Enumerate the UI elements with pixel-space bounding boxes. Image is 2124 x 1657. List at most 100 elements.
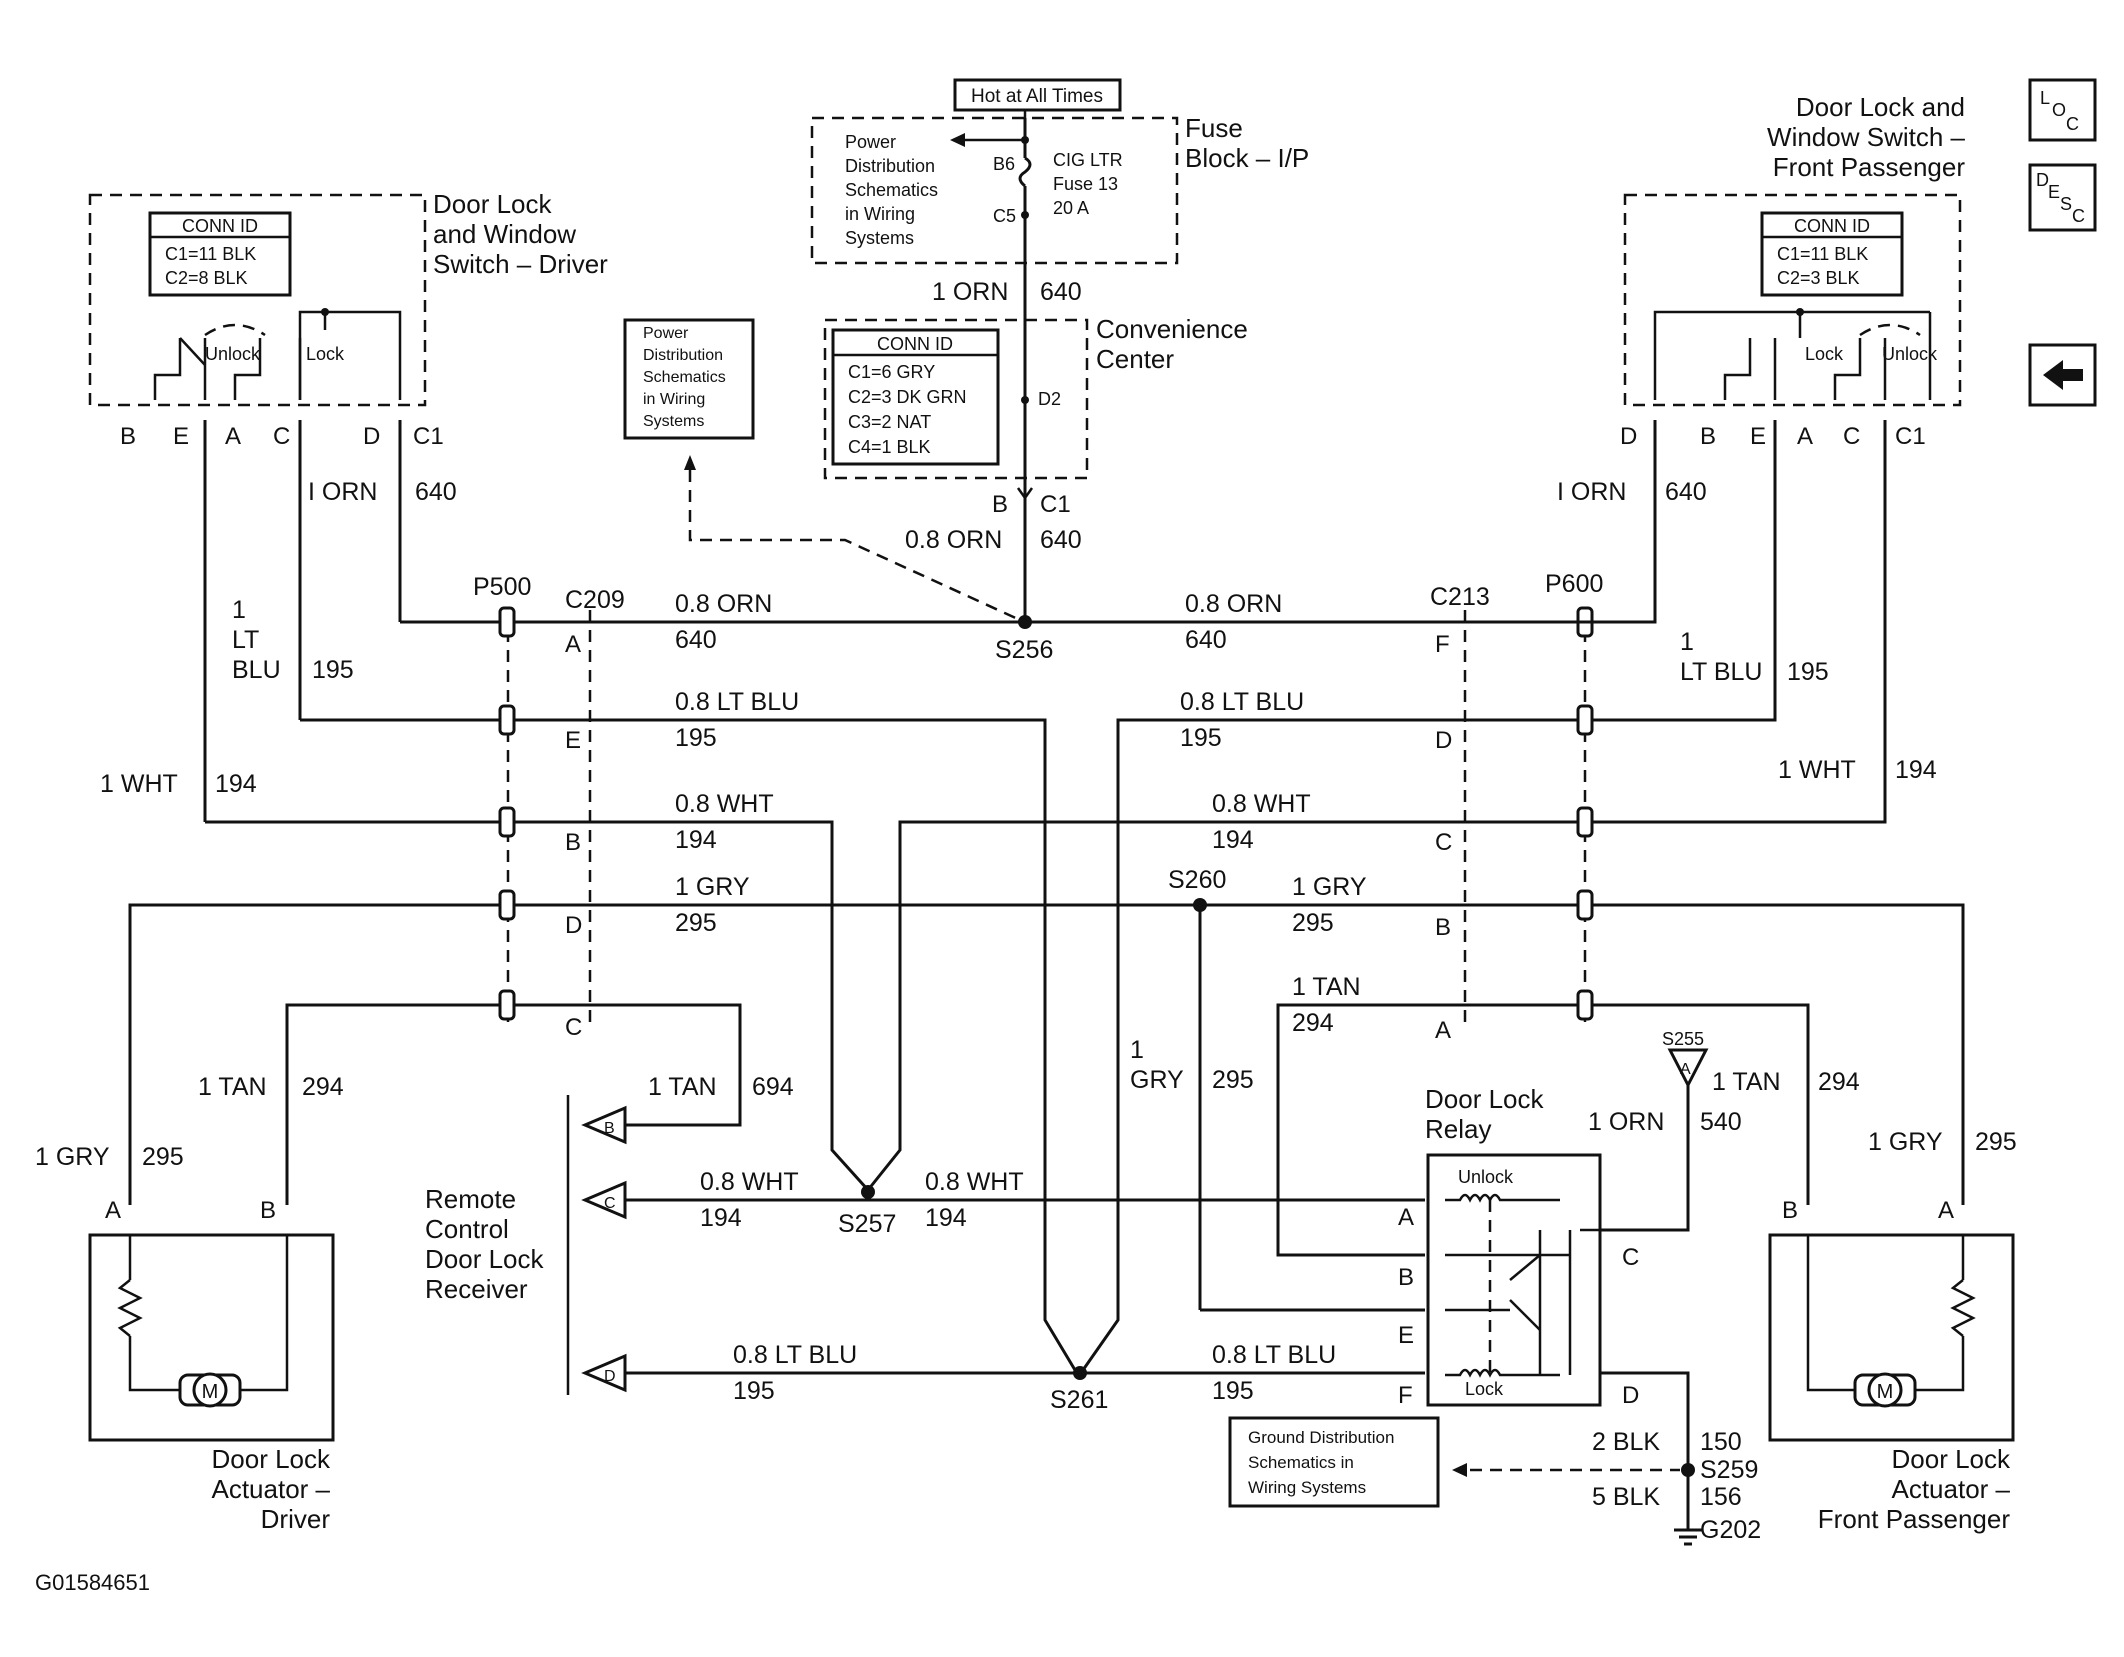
gnd-blk2-circuit: 150 bbox=[1700, 1428, 1742, 1456]
fuse-note-5: Systems bbox=[845, 228, 914, 248]
relay-orn-circuit: 540 bbox=[1700, 1108, 1742, 1136]
c213-pin-f: F bbox=[1435, 631, 1450, 658]
c209-pin-c: C bbox=[565, 1014, 582, 1041]
driver-tan-size: 1 TAN bbox=[198, 1073, 267, 1101]
passenger-resistor-icon bbox=[1950, 1279, 1976, 1337]
power-note-left-4: in Wiring bbox=[643, 391, 705, 408]
driver-motor-label: M bbox=[202, 1381, 219, 1403]
relay-lock-label: Lock bbox=[1465, 1379, 1504, 1399]
relay-pin-b: B bbox=[1398, 1264, 1414, 1291]
row-tan-r-circuit: 294 bbox=[1292, 1009, 1334, 1037]
driver-ltblu-2: LT bbox=[232, 626, 259, 654]
row-orn-l-circuit: 640 bbox=[675, 626, 717, 654]
driver-conn-id-title: CONN ID bbox=[182, 216, 258, 236]
passenger-wht-circuit: 194 bbox=[1895, 756, 1937, 784]
cc-conn-id-title: CONN ID bbox=[877, 334, 953, 354]
p600-label: P600 bbox=[1545, 570, 1603, 598]
gnd-blk5-circuit: 156 bbox=[1700, 1483, 1742, 1511]
driver-wht-size: 1 WHT bbox=[100, 770, 178, 798]
fuse-note-4: in Wiring bbox=[845, 204, 915, 224]
s259-label: S259 bbox=[1700, 1456, 1758, 1484]
ground-note-3: Wiring Systems bbox=[1248, 1478, 1366, 1497]
fuse-name-2: Fuse 13 bbox=[1053, 174, 1118, 194]
power-note-left-3: Schematics bbox=[643, 369, 726, 386]
passenger-wht-size: 1 WHT bbox=[1778, 756, 1856, 784]
cc-conn-id-2: C2=3 DK GRN bbox=[848, 387, 967, 407]
fuse-name-1: CIG LTR bbox=[1053, 150, 1123, 170]
s255-pin: A bbox=[1680, 1061, 1691, 1078]
ground-icon bbox=[1674, 1528, 1702, 1546]
rc-tan-circuit: 694 bbox=[752, 1073, 794, 1101]
passenger-orn-circuit: 640 bbox=[1665, 478, 1707, 506]
passenger-actuator bbox=[1768, 1233, 2015, 1442]
c209-label: C209 bbox=[565, 586, 625, 614]
passenger-ltblu-1: 1 bbox=[1680, 628, 1694, 656]
passenger-pin-a: A bbox=[1797, 423, 1813, 450]
cc-title-2: Center bbox=[1096, 344, 1174, 374]
svg-text:S: S bbox=[2060, 194, 2072, 214]
passenger-actuator-title-3: Front Passenger bbox=[1818, 1504, 2011, 1534]
passenger-orn-size: I ORN bbox=[1557, 478, 1626, 506]
driver-wht-circuit: 194 bbox=[215, 770, 257, 798]
passenger-conn-id bbox=[1760, 211, 1904, 297]
row-gry-l-size: 1 GRY bbox=[675, 873, 750, 901]
mid-gry-circuit: 295 bbox=[1212, 1066, 1254, 1094]
passenger-conn-id-1: C1=11 BLK bbox=[1777, 244, 1868, 264]
driver-resistor-icon bbox=[117, 1279, 143, 1337]
hot-at-all-times-box bbox=[953, 78, 1122, 112]
p500-connector bbox=[498, 606, 516, 1021]
cc-conn-id-1: C1=6 GRY bbox=[848, 362, 935, 382]
ground-note-1: Ground Distribution bbox=[1248, 1428, 1394, 1447]
gnd-blk2-size: 2 BLK bbox=[1592, 1428, 1660, 1456]
passenger-tan-size: 1 TAN bbox=[1712, 1068, 1781, 1096]
fuse-note-1: Power bbox=[845, 132, 896, 152]
svg-text:O: O bbox=[2052, 100, 2066, 120]
fuse-block-title-2: Block – I/P bbox=[1185, 143, 1309, 173]
row-ltblu-r-circuit: 195 bbox=[1180, 724, 1222, 752]
fuse-block-title-1: Fuse bbox=[1185, 113, 1243, 143]
ground-note-2: Schematics in bbox=[1248, 1453, 1354, 1472]
row-wht-r-size: 0.8 WHT bbox=[1212, 790, 1311, 818]
arrow-left-icon bbox=[950, 133, 965, 147]
s257-label: S257 bbox=[838, 1210, 896, 1238]
svg-text:E: E bbox=[2048, 182, 2060, 202]
rc-wht-l-size: 0.8 WHT bbox=[700, 1168, 799, 1196]
cc-conn-id-3: C3=2 NAT bbox=[848, 412, 931, 432]
c213-label: C213 bbox=[1430, 583, 1490, 611]
driver-switch-lock: Lock bbox=[306, 344, 345, 364]
row-gry-r-size: 1 GRY bbox=[1292, 873, 1367, 901]
rc-tan-size: 1 TAN bbox=[648, 1073, 717, 1101]
svg-text:C: C bbox=[2072, 206, 2085, 226]
figure-id: G01584651 bbox=[35, 1570, 150, 1595]
driver-pin-a: A bbox=[225, 423, 241, 450]
ground-note-box bbox=[1228, 1416, 1440, 1508]
rc-wht-r-circuit: 194 bbox=[925, 1204, 967, 1232]
mid-gry-2: GRY bbox=[1130, 1066, 1184, 1094]
desc-icon[interactable] bbox=[2028, 163, 2097, 232]
cc-pin-b: B bbox=[992, 491, 1008, 518]
rc-ltblu-r-circuit: 195 bbox=[1212, 1377, 1254, 1405]
row-ltblu-r-size: 0.8 LT BLU bbox=[1180, 688, 1304, 716]
passenger-pin-b: B bbox=[1700, 423, 1716, 450]
s260-label: S260 bbox=[1168, 866, 1226, 894]
orn-mid-circuit: 640 bbox=[1040, 526, 1082, 554]
splice-s255 bbox=[1667, 1048, 1709, 1089]
driver-orn-circuit: 640 bbox=[415, 478, 457, 506]
orn-top-circuit: 640 bbox=[1040, 278, 1082, 306]
relay-title-2: Relay bbox=[1425, 1114, 1491, 1144]
rc-ltblu-l-size: 0.8 LT BLU bbox=[733, 1341, 857, 1369]
splice-s259 bbox=[1681, 1463, 1695, 1477]
svg-text:D: D bbox=[2036, 170, 2049, 190]
convenience-center-conn-id bbox=[831, 328, 1000, 466]
orn-top-size: 1 ORN bbox=[932, 278, 1008, 306]
relay-pin-e: E bbox=[1398, 1322, 1414, 1349]
driver-pin-b: B bbox=[120, 423, 136, 450]
driver-actuator-title-2: Actuator – bbox=[211, 1474, 330, 1504]
relay-lock-coil bbox=[1445, 1368, 1560, 1378]
driver-switch-title-1: Door Lock bbox=[433, 189, 552, 219]
driver-actuator bbox=[88, 1233, 335, 1442]
loc-icon[interactable] bbox=[2028, 78, 2097, 142]
driver-actuator-title-1: Door Lock bbox=[212, 1444, 331, 1474]
door-lock-relay bbox=[1426, 1153, 1602, 1407]
receiver-pin-d: D bbox=[604, 1368, 616, 1385]
